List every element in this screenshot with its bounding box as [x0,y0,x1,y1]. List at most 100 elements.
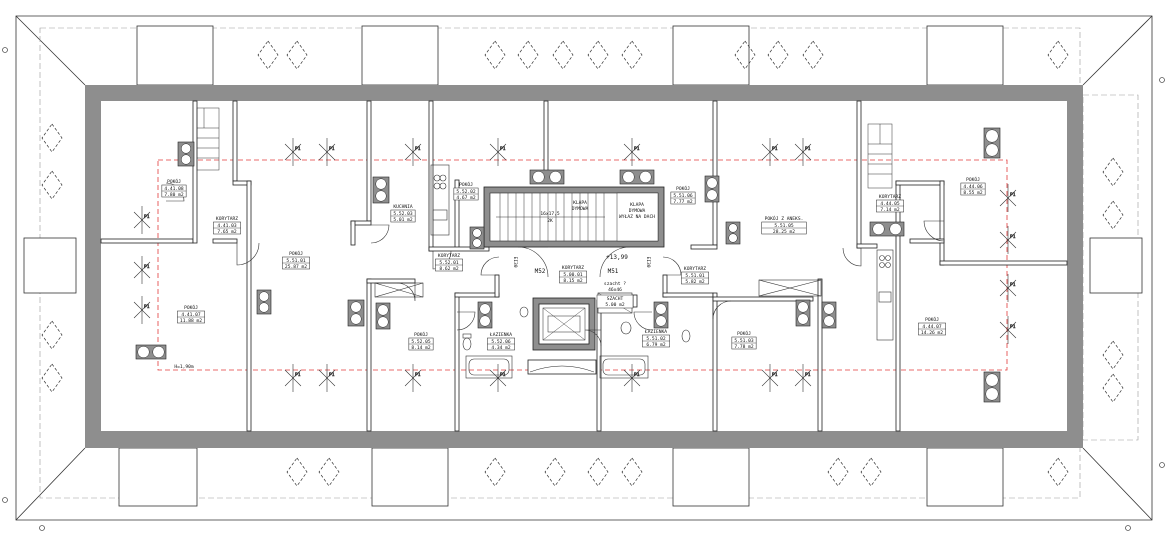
room-name: POKÓJ [167,178,181,185]
room-area: 6.79 m2 [646,342,666,348]
svg-text:P1: P1 [805,372,811,378]
svg-text:P1: P1 [329,372,335,378]
chimney-3 [135,344,167,360]
chimney-9 [529,169,565,185]
bathtub-right [599,355,649,379]
vent-9: P1 [318,364,336,392]
svg-text:P1: P1 [500,372,506,378]
room-code: 5.52.01 [439,260,459,266]
skylight-28 [1102,373,1124,403]
room-name: POKÓJ Z ANEKS. [765,215,804,222]
skylight-3 [484,40,506,70]
vent-2: P1 [318,138,336,166]
svg-text:P1: P1 [1010,234,1016,240]
vent-3: P1 [404,138,422,166]
svg-text:P1: P1 [634,372,640,378]
skylight-10 [802,40,824,70]
room-area: 11.88 m2 [180,318,202,324]
skylight-22 [41,170,63,200]
vent-11: P1 [489,364,507,392]
svg-text:P1: P1 [295,146,301,152]
chimney-4 [372,176,390,204]
chimney-13 [653,301,669,329]
hatch-1-line1: KLAPA [573,200,587,206]
chimney-12 [725,221,741,245]
room-name: POKÓJ [966,176,980,183]
skylight-17 [621,457,643,487]
skylight-11 [1047,40,1069,70]
vent-13: P1 [761,364,779,392]
svg-text:P1: P1 [634,146,640,152]
vent-15: P1 [133,206,151,234]
vent-8: P1 [284,364,302,392]
svg-text:P1: P1 [415,146,421,152]
chimney-15 [821,301,837,329]
svg-text:P1: P1 [1010,282,1016,288]
room-area: 8.62 m2 [439,266,459,272]
room-name: ŁAZIENKA [644,329,667,335]
vent-21: P1 [999,316,1017,344]
room-name: KORYTARZ [438,253,460,259]
room-code: 4.44.07 [922,324,942,330]
door-swings [165,182,945,347]
vent-7: P1 [794,138,812,166]
vent-6: P1 [761,138,779,166]
svg-text:P1: P1 [1010,192,1016,198]
room-area: 8.15 m2 [563,278,583,284]
partition-walls [100,100,1068,432]
svg-text:P1: P1 [329,146,335,152]
chimney-11 [704,175,720,203]
room-code: 5.51.01 [286,258,306,264]
chimney-7 [477,301,493,329]
room-code: 5.52.06 [491,339,511,345]
svg-text:P1: P1 [144,304,150,310]
toilets [462,306,691,351]
bathtub-left [465,355,513,379]
vent-19: P1 [999,226,1017,254]
roof-outline [15,15,1153,521]
stair-fire-rating-left: EI30 [512,256,518,267]
elevator-shaft [527,292,633,375]
svg-text:5.00 m2: 5.00 m2 [605,302,625,308]
room-area: 8.14 m2 [411,345,431,351]
skylight-24 [41,363,63,393]
skylight-14 [484,457,506,487]
hatch-1-line2: DYMOWA [572,206,589,212]
room-code: 5.00.01 [563,272,583,278]
skylight-13 [318,457,340,487]
chimney-10 [619,169,655,185]
room-name: KORYTARZ [216,216,238,222]
room-area: 4.34 m2 [491,345,511,351]
kitchen-counter-left [430,164,450,236]
room-area: 7.14 m2 [880,207,900,213]
room-area: 7.77 m2 [673,199,693,205]
stairwell [483,186,665,248]
room-name: POKÓJ [459,181,473,188]
svg-text:P1: P1 [772,146,778,152]
shaft-label: szacht ? [604,281,626,287]
vent-10: P1 [404,364,422,392]
room-code: 5.52.03 [393,211,413,217]
room-code: 4.41.03 [217,223,237,229]
clear-height-label: H=1,90m [174,364,194,370]
skylight-26 [1102,200,1124,230]
skylight-5 [552,40,574,70]
chimney-17 [983,127,1001,159]
chimney-16 [869,221,905,237]
level-label: +13,99 [606,254,628,261]
vent-4: P1 [489,138,507,166]
skylight-1 [257,40,279,70]
room-code: 4.44.05 [880,201,900,207]
hatch-2-line1: KLAPA [630,202,644,208]
